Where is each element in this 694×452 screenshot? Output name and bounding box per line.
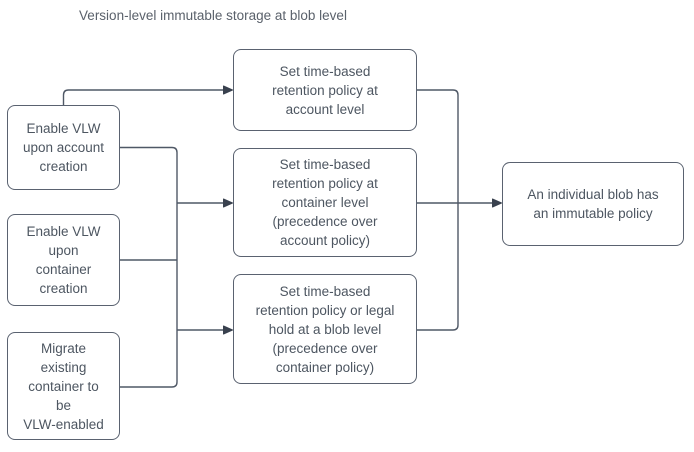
arrowhead-blob-immutable xyxy=(492,198,502,208)
arrowhead-retention-account xyxy=(223,85,233,95)
node-retention-policy-container: Set time-based retention policy at conta… xyxy=(233,148,417,257)
node-blob-immutable-policy: An individual blob has an immutable poli… xyxy=(502,162,684,246)
connector-right-bus xyxy=(417,89,459,331)
node-enable-vlw-account: Enable VLW upon account creation xyxy=(7,105,120,190)
arrowhead-retention-container xyxy=(223,198,233,208)
connector-left-bus xyxy=(120,146,178,388)
node-migrate-existing-container: Migrate existing container to be VLW-ena… xyxy=(7,332,120,440)
diagram-title: Version-level immutable storage at blob … xyxy=(79,8,347,23)
node-retention-policy-blob: Set time-based retention policy or legal… xyxy=(233,274,417,384)
connector-account-to-retention-account xyxy=(62,89,224,105)
node-retention-policy-account: Set time-based retention policy at accou… xyxy=(233,49,417,131)
arrowhead-retention-blob xyxy=(223,325,233,335)
node-enable-vlw-container: Enable VLW upon container creation xyxy=(7,214,120,306)
